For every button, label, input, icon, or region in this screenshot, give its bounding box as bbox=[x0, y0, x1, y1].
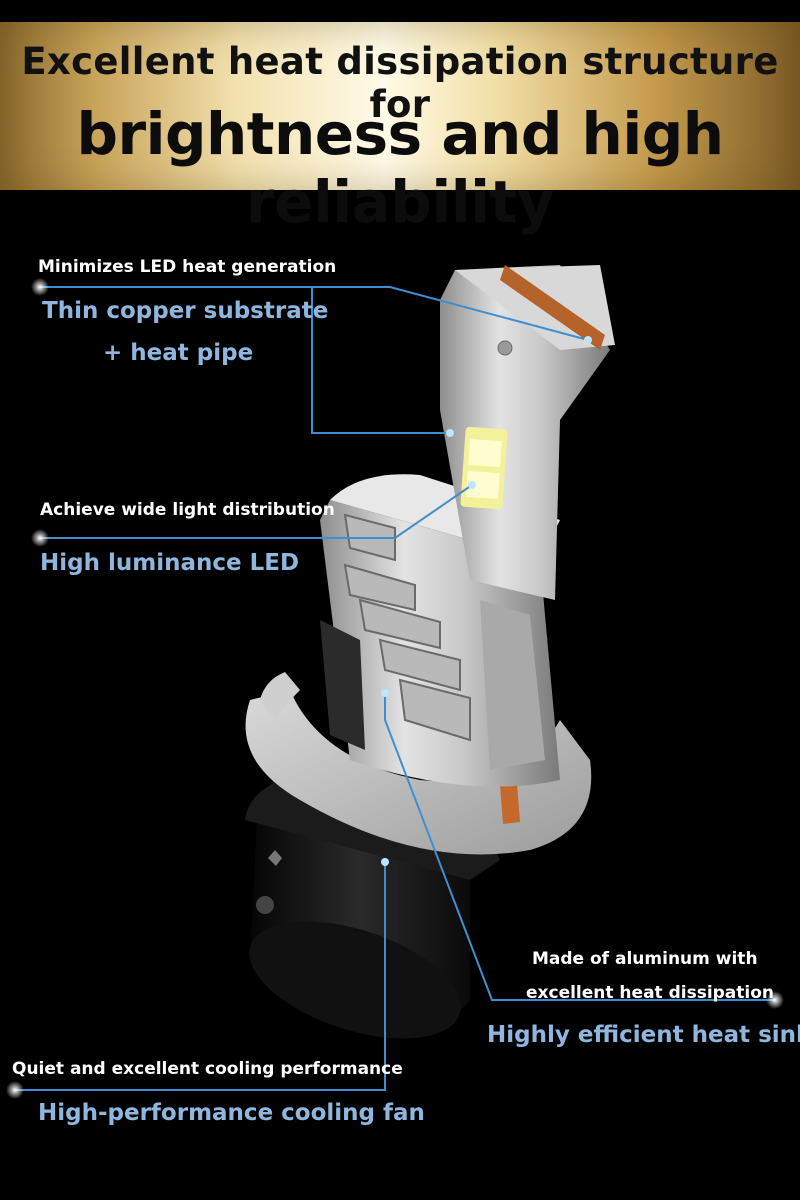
caption-aluminum-line-2: excellent heat dissipation bbox=[526, 983, 775, 1003]
leader-line-fan bbox=[15, 860, 386, 1091]
feature-high-luminance-led: High luminance LED bbox=[40, 550, 300, 576]
title-line-1: Excellent heat dissipation structure for bbox=[21, 40, 779, 126]
leader-line-copper bbox=[40, 286, 450, 434]
feature-cooling-fan: High-performance cooling fan bbox=[38, 1100, 425, 1126]
leader-lines bbox=[15, 286, 775, 1091]
caption-light-distribution: Achieve wide light distribution bbox=[40, 500, 335, 520]
feature-copper-substrate: Thin copper substrate bbox=[42, 298, 329, 324]
title-banner: Excellent heat dissipation structure for… bbox=[0, 22, 800, 236]
leader-line-heatsink bbox=[384, 695, 775, 1001]
caption-led-heat: Minimizes LED heat generation bbox=[38, 257, 337, 277]
title-line-2: brightness and high reliability bbox=[76, 100, 724, 236]
feature-heat-pipe: + heat pipe bbox=[103, 340, 254, 366]
leader-line-heatpipe bbox=[312, 286, 589, 341]
feature-heat-sinks: Highly efficient heat sinks bbox=[487, 1022, 800, 1048]
caption-cooling-performance: Quiet and excellent cooling performance bbox=[12, 1059, 403, 1079]
caption-aluminum-line-1: Made of aluminum with bbox=[532, 949, 758, 969]
led-blade bbox=[440, 265, 615, 600]
leader-endpoints bbox=[381, 336, 592, 866]
leader-line-led bbox=[40, 484, 473, 539]
leader-sparkles bbox=[6, 278, 784, 1099]
